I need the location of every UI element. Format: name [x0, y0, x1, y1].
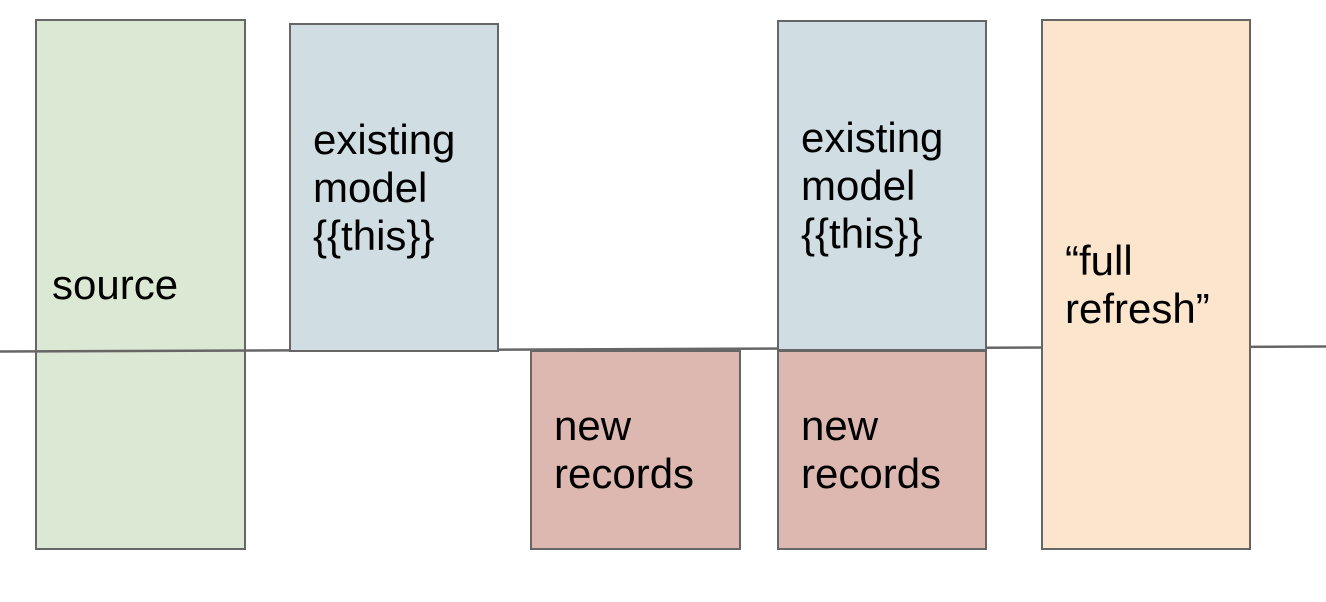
- new-records-box-1-label: new records: [554, 402, 695, 497]
- new-records-box-2-label: new records: [801, 402, 942, 497]
- new-records-box-1: new records: [530, 350, 741, 550]
- existing-model-box-1: existing model {{this}}: [289, 23, 499, 352]
- new-records-box-2: new records: [777, 350, 987, 550]
- existing-model-box-2-label: existing model {{this}}: [801, 113, 944, 257]
- source-box: source: [35, 19, 246, 550]
- full-refresh-box: “full refresh”: [1041, 19, 1251, 550]
- existing-model-box-1-label: existing model {{this}}: [313, 115, 456, 259]
- full-refresh-box-label: “full refresh”: [1065, 236, 1210, 332]
- existing-model-box-2: existing model {{this}}: [777, 20, 987, 351]
- source-box-label: source: [52, 260, 179, 308]
